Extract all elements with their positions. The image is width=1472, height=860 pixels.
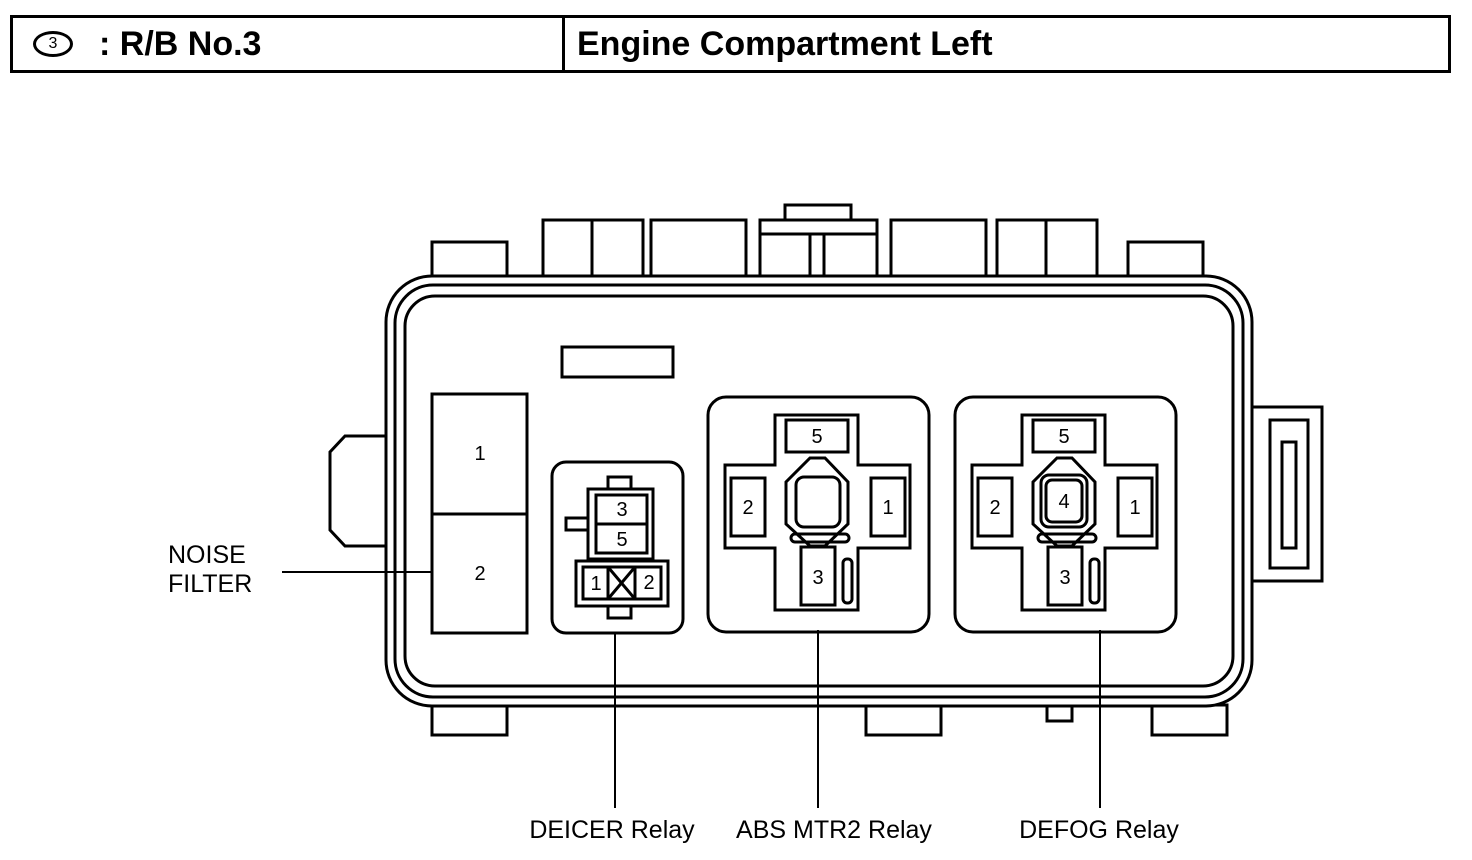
noise-filter-label-line1: NOISE xyxy=(168,541,246,569)
abs-terminal-1: 1 xyxy=(882,497,893,519)
abs-terminal-3: 3 xyxy=(812,567,823,589)
block-location: Engine Compartment Left xyxy=(577,25,993,63)
leader-lines xyxy=(282,571,1101,808)
noise-filter-label-line2: FILTER xyxy=(168,570,252,598)
noise-filter-terminal-2: 2 xyxy=(474,563,485,585)
deicer-terminal-1: 1 xyxy=(590,573,601,595)
deicer-terminal-3: 3 xyxy=(616,499,627,521)
deicer-relay xyxy=(550,460,685,635)
defog-terminal-5: 5 xyxy=(1058,426,1069,448)
header-location-cell: Engine Compartment Left xyxy=(565,18,1448,70)
label-plate xyxy=(560,345,675,379)
defog-terminal-4: 4 xyxy=(1058,491,1069,513)
abs-mtr2-relay-label: ABS MTR2 Relay xyxy=(736,816,932,844)
defog-terminal-3: 3 xyxy=(1059,567,1070,589)
defog-relay xyxy=(953,395,1178,634)
deicer-terminal-5: 5 xyxy=(616,529,627,551)
abs-terminal-5: 5 xyxy=(811,426,822,448)
deicer-terminal-2: 2 xyxy=(643,572,654,594)
abs-terminal-2: 2 xyxy=(742,497,753,519)
deicer-relay-label: DEICER Relay xyxy=(529,816,695,844)
bottom-tabs xyxy=(430,703,1229,737)
defog-terminal-1: 1 xyxy=(1129,497,1140,519)
noise-filter xyxy=(430,392,529,635)
defog-relay-label: DEFOG Relay xyxy=(1019,816,1179,844)
header-block-cell: 3 : R/B No.3 xyxy=(13,18,565,70)
left-latch xyxy=(328,434,388,548)
block-number-badge: 3 xyxy=(33,31,73,57)
header-table: 3 : R/B No.3 Engine Compartment Left xyxy=(10,15,1451,73)
defog-terminal-2: 2 xyxy=(989,497,1000,519)
block-name: : R/B No.3 xyxy=(99,25,262,63)
right-latch xyxy=(1246,405,1324,583)
noise-filter-terminal-1: 1 xyxy=(474,443,485,465)
